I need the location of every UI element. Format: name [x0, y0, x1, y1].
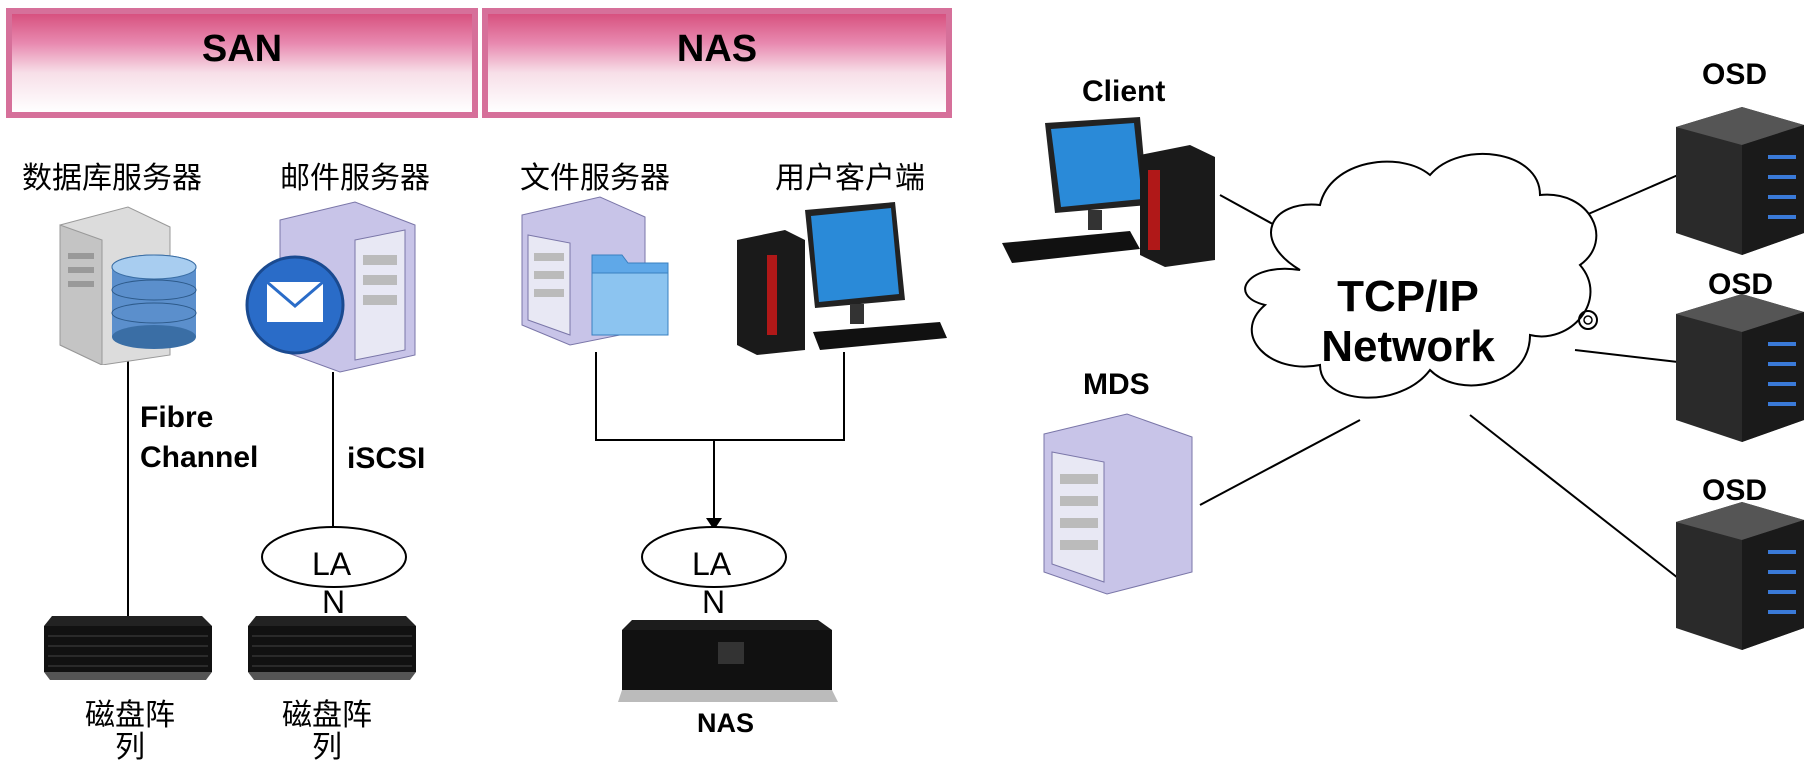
- disk-array-label-2: 磁盘阵 列: [282, 698, 372, 765]
- nas-header: NAS: [482, 8, 952, 118]
- object-client-label: Client: [1082, 75, 1166, 108]
- nas-lan-label: LA N: [692, 546, 732, 620]
- san-lan-ellipse: [261, 526, 407, 588]
- client-computer-icon: [1000, 115, 1220, 270]
- osd3-network-link: [1469, 414, 1679, 579]
- osd2-network-link: [1574, 349, 1679, 363]
- nas-header-title: NAS: [676, 28, 758, 70]
- nas-device-label: NAS: [697, 708, 755, 738]
- storage-server-icon: [1672, 105, 1808, 255]
- network-cloud-icon: [1244, 153, 1598, 399]
- disk-array-icon-2: [246, 612, 418, 682]
- database-server-icon: [58, 205, 198, 365]
- desktop-computer-icon: [735, 200, 950, 355]
- metadata-server-icon: [1042, 412, 1202, 597]
- storage-server-icon-2: [1672, 292, 1808, 442]
- nas-client-bus: [595, 352, 845, 441]
- disk-array-label-1: 磁盘阵 列: [85, 698, 175, 765]
- mds-network-link: [1199, 419, 1361, 506]
- file-server-icon: [520, 195, 670, 350]
- san-lan-label: LA N: [312, 546, 352, 620]
- nas-device-icon: [618, 612, 840, 704]
- cloud-loop-icon: [1578, 310, 1598, 330]
- mds-label: MDS: [1083, 368, 1150, 401]
- san-header-title: SAN: [201, 28, 283, 70]
- client-label: 用户客户端: [775, 161, 925, 196]
- disk-array-icon: [42, 612, 214, 682]
- iscsi-label: iSCSI: [347, 442, 426, 475]
- mail-server-icon: [245, 200, 420, 375]
- mail-server-label: 邮件服务器: [280, 161, 430, 196]
- nas-arrow-head: [706, 518, 722, 530]
- fibre-channel-label: Fibre Channel: [140, 401, 259, 474]
- osd-label-3: OSD: [1702, 474, 1768, 507]
- osd-label-1: OSD: [1702, 58, 1768, 91]
- file-server-label: 文件服务器: [520, 161, 670, 196]
- san-header: SAN: [6, 8, 478, 118]
- db-server-label: 数据库服务器: [22, 161, 202, 196]
- storage-server-icon-3: [1672, 500, 1808, 650]
- nas-lan-ellipse: [641, 526, 787, 588]
- network-cloud-label: TCP/IP Network: [1321, 272, 1495, 371]
